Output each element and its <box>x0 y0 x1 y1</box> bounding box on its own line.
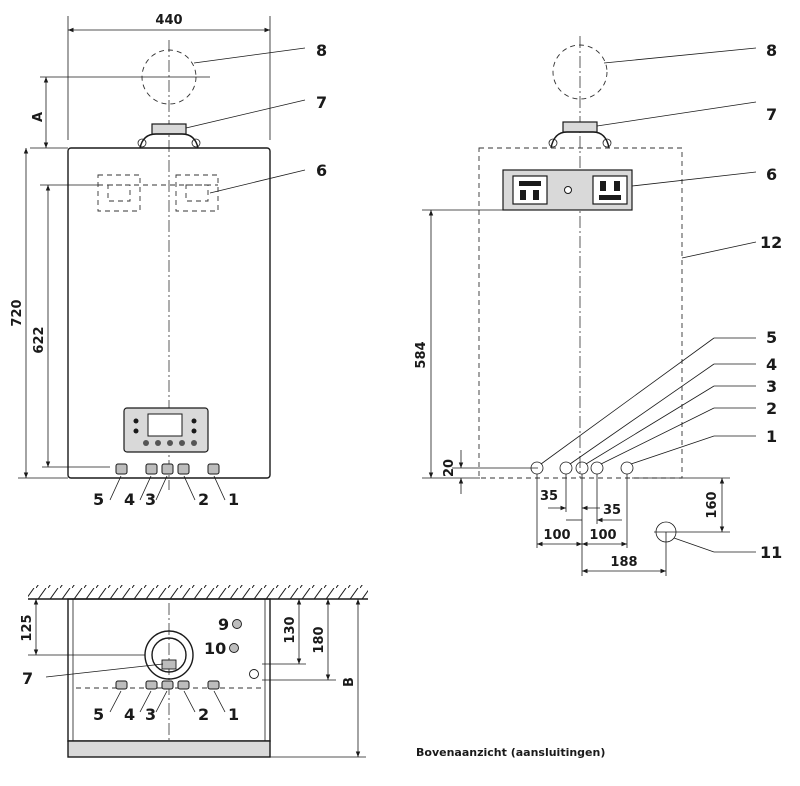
dim-100-left: 100 <box>543 528 570 543</box>
connection-10 <box>229 643 239 653</box>
dim-584: 584 <box>414 341 429 368</box>
back-label-1: 1 <box>766 427 777 446</box>
front-label-8: 8 <box>316 41 327 60</box>
caption: Bovenaanzicht (aansluitingen) <box>416 746 605 759</box>
dim-100-right: 100 <box>589 528 616 543</box>
front-label-7: 7 <box>316 93 327 112</box>
top-pipe-5: 5 <box>93 705 104 724</box>
back-label-3: 3 <box>766 377 777 396</box>
top-label-10: 10 <box>204 639 226 658</box>
dim-720: 720 <box>10 299 25 326</box>
front-pipe-4: 4 <box>124 490 135 509</box>
front-panel-strip <box>67 740 271 758</box>
dim-b: B <box>342 677 357 687</box>
dim-35-left: 35 <box>540 489 558 504</box>
front-pipe-5: 5 <box>93 490 104 509</box>
front-view: 440 A 720 622 <box>10 13 327 509</box>
front-width-dim: 440 <box>155 13 182 28</box>
back-label-7: 7 <box>766 105 777 124</box>
back-label-5: 5 <box>766 328 777 347</box>
front-pipe-2: 2 <box>198 490 209 509</box>
dim-35-right: 35 <box>603 503 621 518</box>
dim-180: 180 <box>312 626 327 653</box>
front-pipe-3: 3 <box>145 490 156 509</box>
top-label-9: 9 <box>218 615 229 634</box>
top-label-7: 7 <box>22 669 33 688</box>
back-label-11: 11 <box>760 543 782 562</box>
back-label-2: 2 <box>766 399 777 418</box>
dim-130: 130 <box>283 616 298 643</box>
front-pipe-1: 1 <box>228 490 239 509</box>
dim-160: 160 <box>705 491 720 518</box>
dim-a: A <box>31 112 46 122</box>
boiler-outline-dashed <box>478 147 683 479</box>
condensate-drain-circle <box>655 521 677 543</box>
back-label-6: 6 <box>766 165 777 184</box>
display-screen <box>147 413 183 437</box>
top-pipe-4: 4 <box>124 705 135 724</box>
top-pipe-3: 3 <box>145 705 156 724</box>
top-pipe-2: 2 <box>198 705 209 724</box>
dim-125: 125 <box>20 614 35 641</box>
front-label-6: 6 <box>316 161 327 180</box>
flue-inner-ring <box>151 637 187 673</box>
connection-9 <box>232 619 242 629</box>
back-label-4: 4 <box>766 355 777 374</box>
top-pipe-1: 1 <box>228 705 239 724</box>
dim-188: 188 <box>610 555 637 570</box>
dim-20: 20 <box>442 459 457 477</box>
flue-pipe <box>151 123 187 135</box>
back-label-12: 12 <box>760 233 782 252</box>
top-view: 125 130 180 B 9 10 7 5 4 3 2 1 <box>20 585 368 758</box>
back-label-8: 8 <box>766 41 777 60</box>
boiler-front-body <box>67 147 271 479</box>
mounting-view: 584 20 35 35 <box>414 36 782 576</box>
dim-622: 622 <box>32 326 47 353</box>
